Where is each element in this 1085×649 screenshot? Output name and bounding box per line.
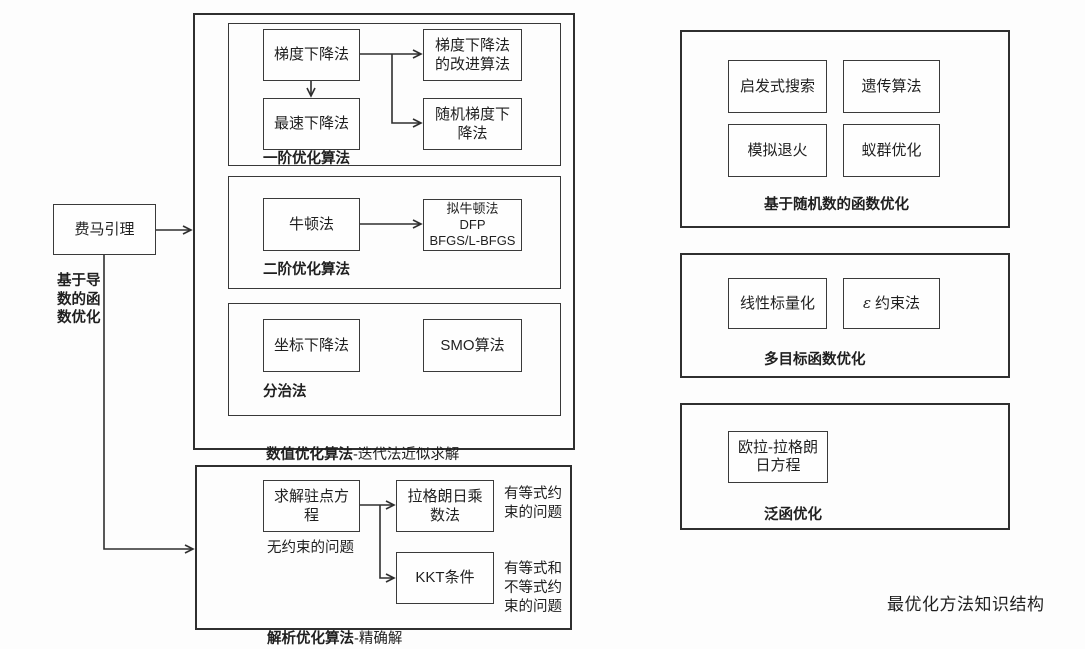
linear-scalarization-box: 线性标量化 [728,278,827,329]
stochastic-gradient-descent-box: 随机梯度下 降法 [423,98,522,150]
coordinate-descent-box: 坐标下降法 [263,319,360,372]
kkt-condition-box: KKT条件 [396,552,494,604]
first-order-section [228,23,561,166]
simulated-annealing-box: 模拟退火 [728,124,827,177]
epsilon-symbol: ε [862,293,872,312]
numerical-label-rest: -迭代法近似求解 [353,447,460,464]
random-optimization-container [680,30,1010,228]
first-order-label: 一阶优化算法 [263,151,350,167]
analytical-optimization-container [195,465,572,630]
functional-optimization-container [680,403,1010,530]
gradient-descent-box: 梯度下降法 [263,29,360,81]
derivative-based-label: 基于导 数的函 数优化 [57,273,101,327]
arrow-fermat-to-analytical [103,255,195,554]
analytical-optimization-label: 解析优化算法-精确解 [267,612,402,648]
unconstrained-note: 无约束的问题 [267,540,354,556]
analytical-label-rest: -精确解 [354,631,403,648]
multi-objective-container [680,253,1010,378]
page-title: 最优化方法知识结构 [887,595,1045,614]
divide-conquer-section [228,303,561,416]
numerical-optimization-container [193,13,575,450]
euler-lagrange-box: 欧拉-拉格朗 日方程 [728,431,828,483]
mixed-constraint-note: 有等式和 不等式约 束的问题 [504,561,562,616]
stationary-point-box: 求解驻点方 程 [263,480,360,532]
equality-constraint-note: 有等式约 束的问题 [504,486,562,522]
genetic-algorithm-box: 遗传算法 [843,60,940,113]
numerical-optimization-label: 数值优化算法-迭代法近似求解 [266,428,459,464]
steepest-descent-box: 最速下降法 [263,98,360,150]
ant-colony-box: 蚁群优化 [843,124,940,177]
random-optimization-label: 基于随机数的函数优化 [764,197,909,213]
lagrange-multiplier-box: 拉格朗日乘 数法 [396,480,494,532]
improved-gradient-descent-box: 梯度下降法 的改进算法 [423,29,522,81]
multi-objective-label: 多目标函数优化 [764,352,866,368]
second-order-section [228,176,561,289]
constraint-method-text: 约束法 [875,294,921,312]
heuristic-search-box: 启发式搜索 [728,60,827,113]
newton-method-box: 牛顿法 [263,198,360,251]
quasi-newton-box: 拟牛顿法 DFP BFGS/L-BFGS [423,199,522,251]
second-order-label: 二阶优化算法 [263,262,350,278]
numerical-label-bold: 数值优化算法 [266,447,353,464]
fermat-lemma-box: 费马引理 [53,204,156,255]
analytical-label-bold: 解析优化算法 [267,631,354,648]
functional-optimization-label: 泛函优化 [764,507,822,523]
smo-algorithm-box: SMO算法 [423,319,522,372]
divide-conquer-label: 分治法 [263,384,307,400]
